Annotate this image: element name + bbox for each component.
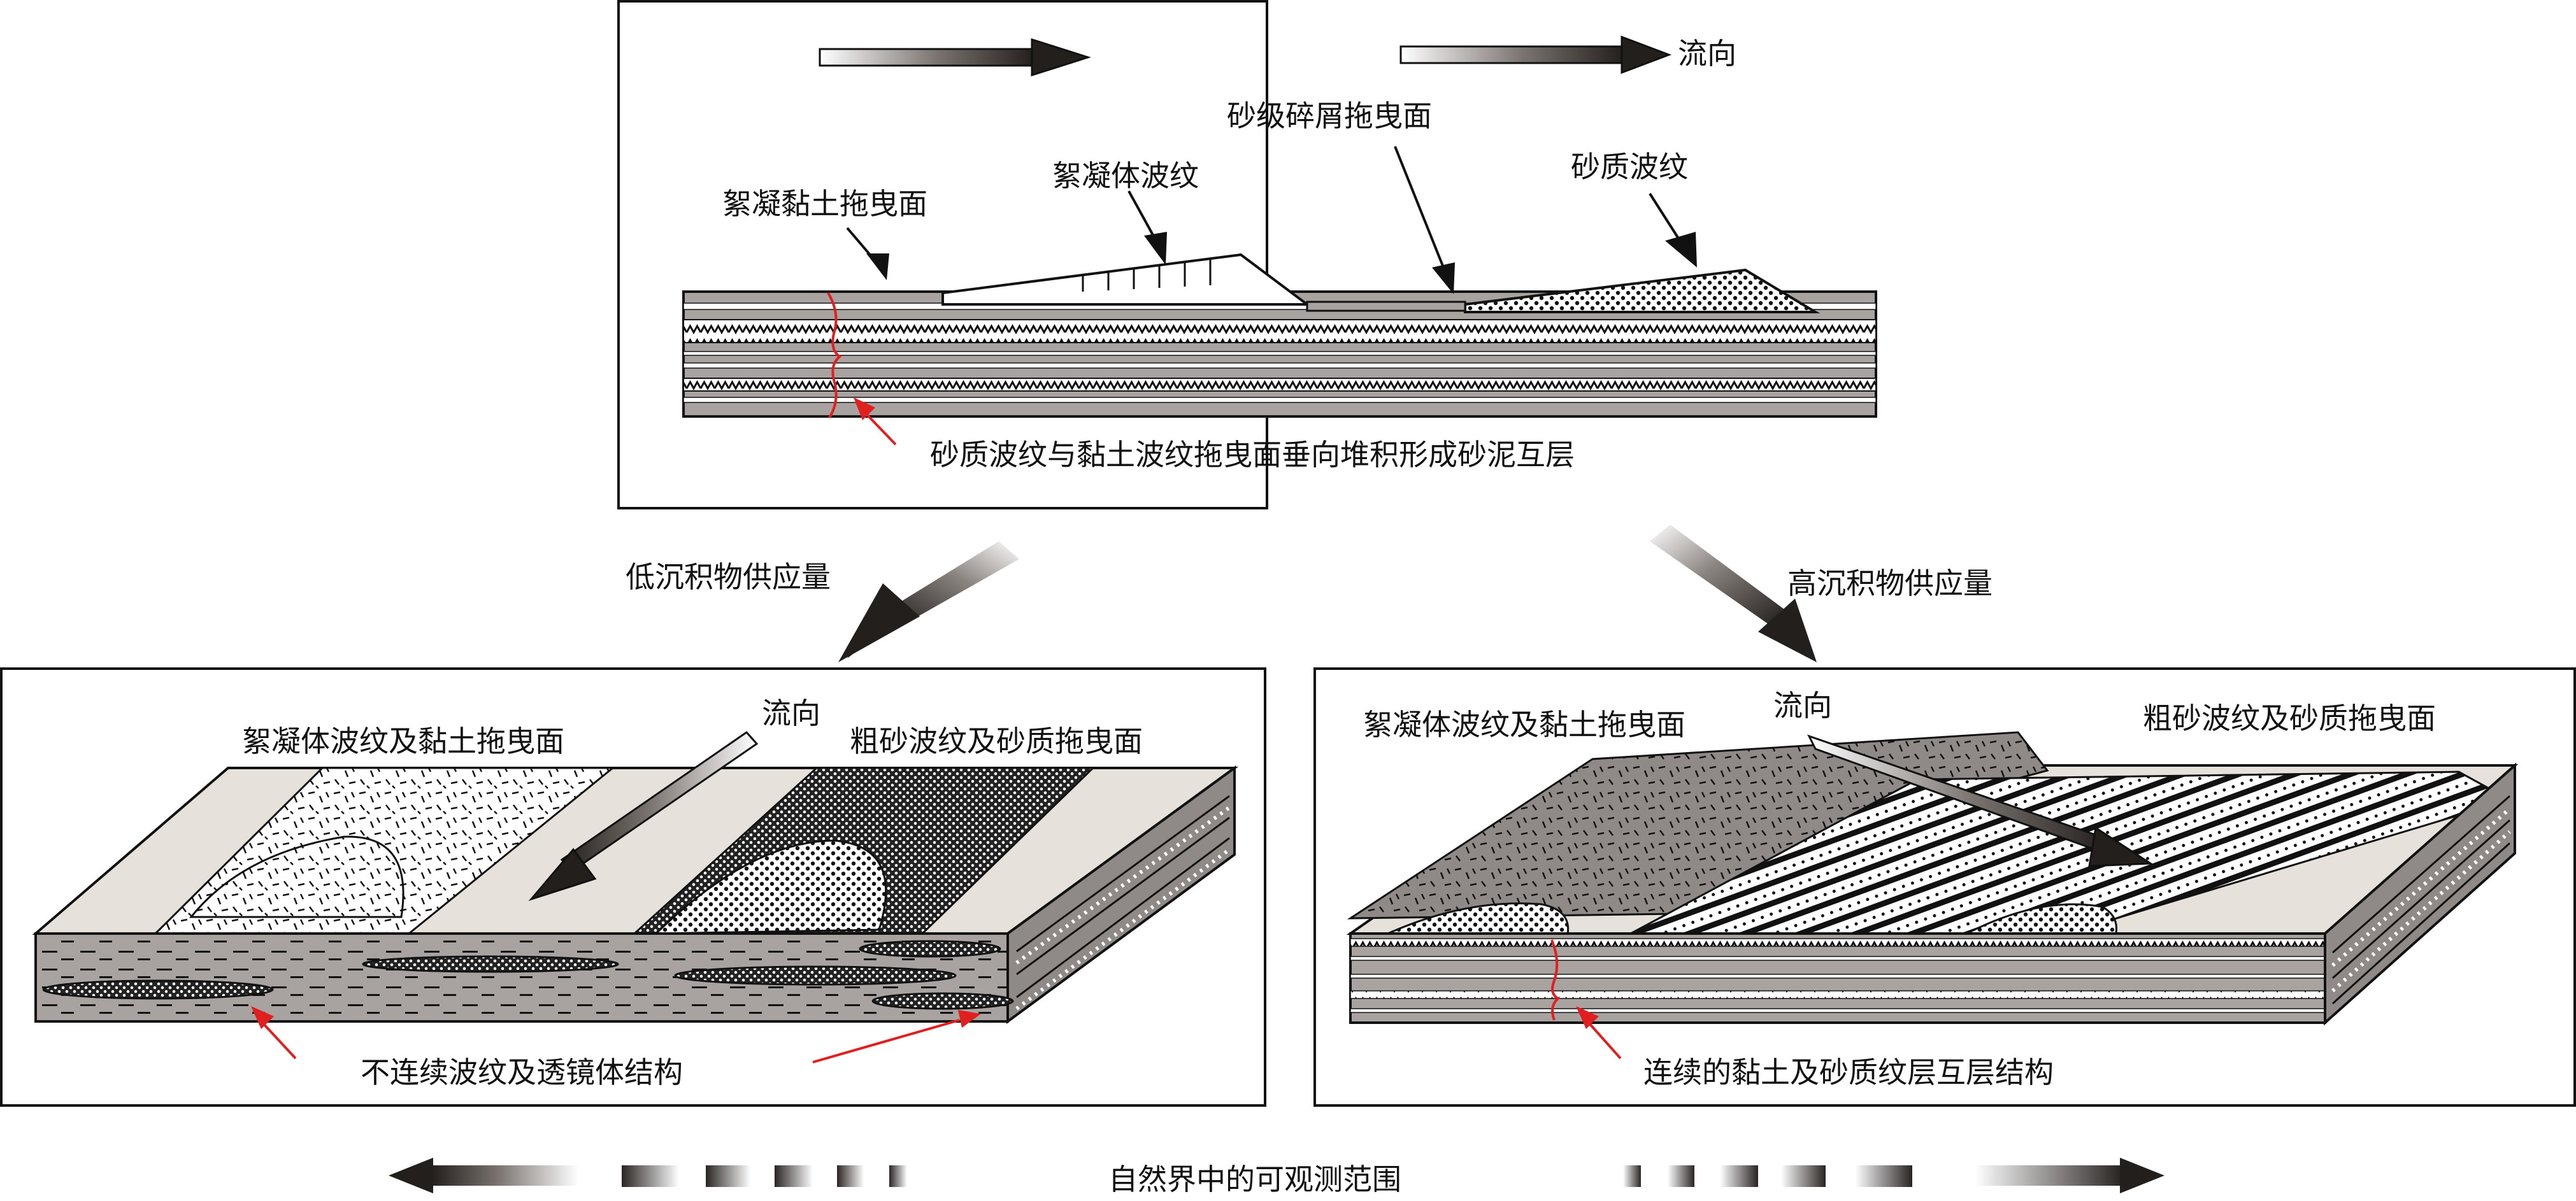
left-panel: 絮凝体波纹及黏土拖曳面 流向 粗砂波纹及砂质拖曳面 不连续波纹及透镜体结构 — [0, 667, 1266, 1107]
sand-debris-drag-shape — [1306, 301, 1466, 312]
left-sand-ripple-form — [654, 839, 887, 935]
leader-flocculated-clay — [846, 227, 889, 280]
right-caption: 连续的黏土及砂质纹层互层结构 — [1643, 1055, 2054, 1090]
label-low-supply: 低沉积物供应量 — [626, 560, 831, 594]
alternation-brace — [827, 292, 842, 419]
left-flow-arrow — [528, 731, 759, 902]
left-side-dots — [1015, 806, 1231, 1011]
red-annotation-arrow-top — [854, 397, 897, 446]
label-flocculated-clay-drag: 絮凝黏土拖曳面 — [722, 187, 927, 221]
bottom-range-bar: 自然界中的可观测范围 — [389, 1158, 2165, 1197]
bottom-arrow-left — [389, 1158, 578, 1193]
floccule-ripple-hatch — [1082, 259, 1212, 292]
flow-arrow-right — [1399, 35, 1672, 75]
left-side-laminae — [1016, 795, 1230, 998]
bottom-caption: 自然界中的可观测范围 — [1108, 1162, 1401, 1197]
right-block-side — [2324, 762, 2516, 1026]
right-flow-arrow — [1807, 734, 2154, 867]
label-right-flow: 流向 — [1773, 688, 1832, 723]
leader-floccule-ripple — [1127, 190, 1167, 265]
flow-arrow-left — [819, 38, 1091, 77]
right-sand-ripple-2 — [1958, 903, 2117, 940]
right-side-laminae — [2331, 795, 2511, 1005]
label-right-coarse-sand: 粗砂波纹及砂质拖曳面 — [2143, 701, 2436, 736]
right-alternation-brace — [1550, 939, 1561, 1021]
bottom-segments-left — [622, 1165, 907, 1187]
label-floccule-ripple: 絮凝体波纹 — [1052, 159, 1199, 193]
top-panel: 流向 絮凝黏土拖曳面 絮凝体波纹 砂级碎屑拖曳面 砂质波纹 砂质波纹与黏土波纹拖… — [617, 0, 1877, 509]
red-annotation-arrow-left-1 — [251, 1006, 297, 1060]
left-lenses — [42, 940, 1014, 1010]
top-panel-frame — [617, 0, 1268, 509]
label-sand-ripple: 砂质波纹 — [1571, 150, 1688, 184]
bottom-segments-right — [1623, 1165, 1912, 1187]
right-panel: 絮凝体波纹及黏土拖曳面 流向 粗砂波纹及砂质拖曳面 连续的黏土及砂质纹层互层结构 — [1313, 667, 2576, 1107]
label-right-floccule: 絮凝体波纹及黏土拖曳面 — [1363, 707, 1685, 742]
red-annotation-arrow-left-2 — [812, 1010, 981, 1063]
label-left-flow: 流向 — [762, 696, 820, 730]
right-side-dots — [2331, 807, 2512, 993]
transition-low: 低沉积物供应量 — [626, 541, 1019, 662]
label-flow-top: 流向 — [1678, 36, 1736, 71]
label-left-coarse-sand: 粗砂波纹及砂质拖曳面 — [850, 724, 1143, 758]
top-caption: 砂质波纹与黏土波纹拖曳面垂向堆积形成砂泥互层 — [930, 437, 1575, 472]
left-floccule-ripple-form — [189, 835, 404, 918]
leader-sand-ripple — [1649, 192, 1697, 267]
transition-high: 高沉积物供应量 — [1650, 525, 1993, 662]
right-sand-ripple-1 — [1382, 902, 1570, 939]
leader-sand-debris — [1394, 146, 1455, 294]
label-high-supply: 高沉积物供应量 — [1787, 566, 1993, 600]
left-caption: 不连续波纹及透镜体结构 — [361, 1055, 683, 1090]
label-left-floccule: 絮凝体波纹及黏土拖曳面 — [242, 724, 564, 758]
left-block-side — [1006, 765, 1236, 1024]
label-sand-debris-drag: 砂级碎屑拖曳面 — [1227, 99, 1432, 133]
red-annotation-arrow-right — [1576, 1006, 1622, 1060]
bottom-arrow-right — [1975, 1158, 2165, 1193]
